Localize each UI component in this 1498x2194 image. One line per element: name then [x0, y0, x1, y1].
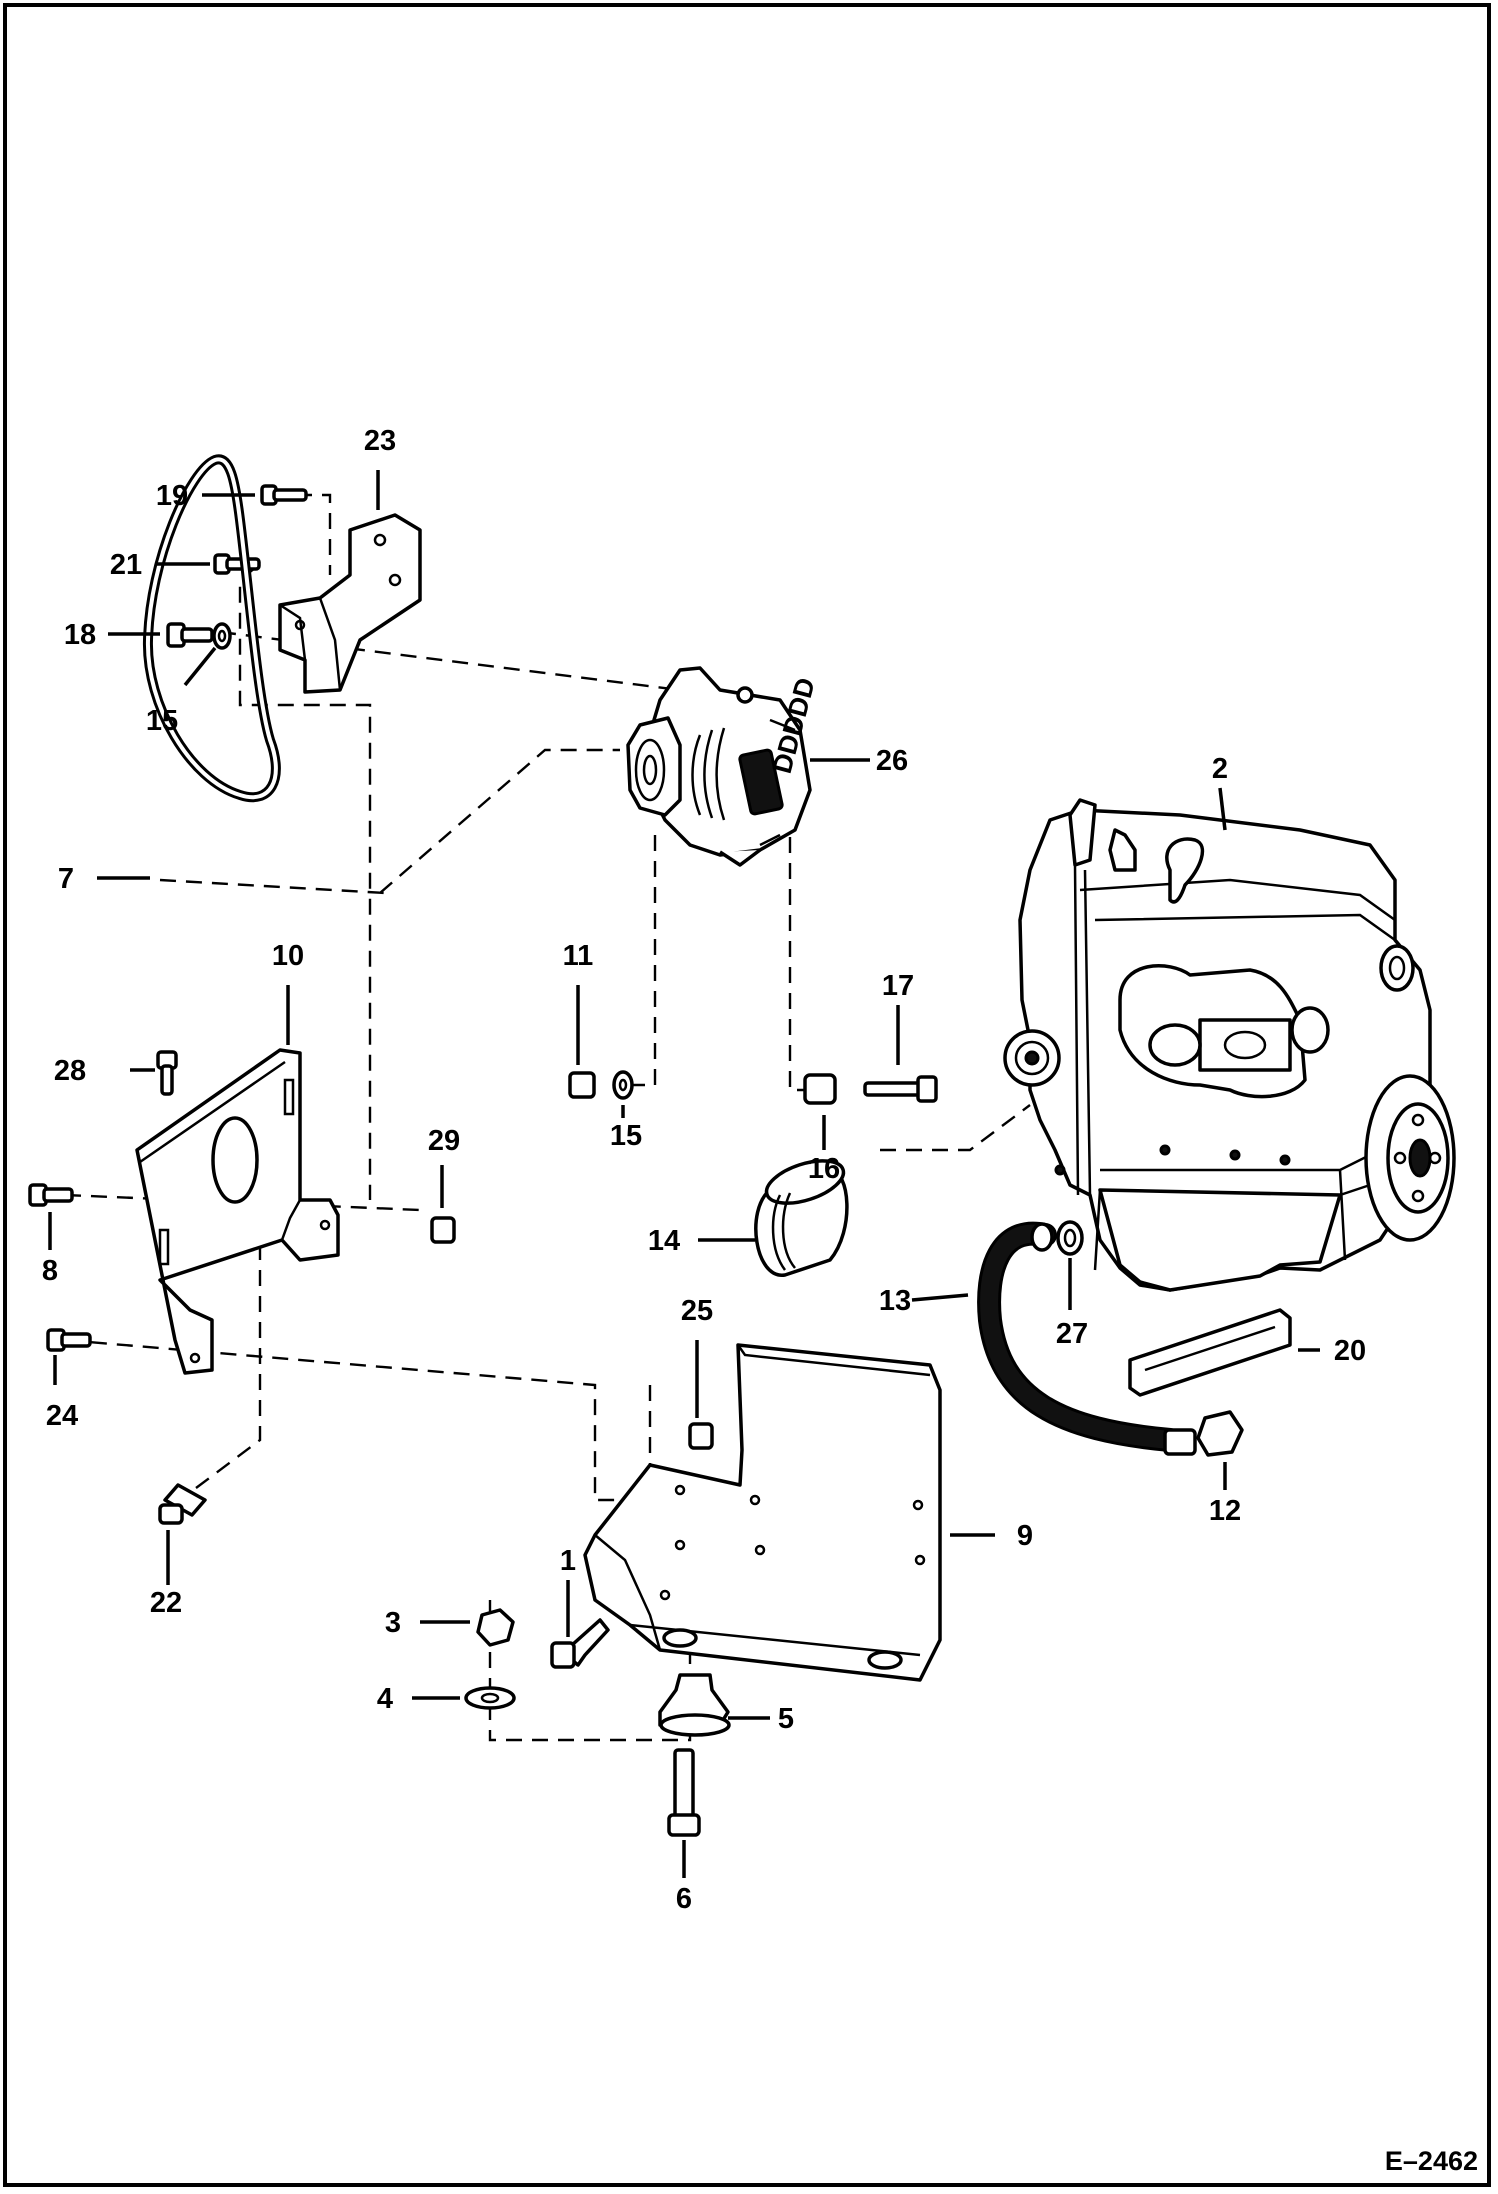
- callout-5: 5: [778, 1703, 794, 1735]
- drawing-code: E–2462: [1385, 2146, 1478, 2176]
- hose-clamp-27: [1056, 1220, 1084, 1256]
- engine: [1003, 798, 1456, 1292]
- fitting-12: [1196, 1410, 1244, 1457]
- callout-9: 9: [1017, 1520, 1033, 1552]
- callout-20: 20: [1334, 1335, 1366, 1367]
- callout-13: 13: [879, 1285, 911, 1317]
- drive-belt: [142, 454, 281, 803]
- engine-mount-bracket: [135, 1048, 340, 1375]
- callout-2: 2: [1212, 753, 1228, 785]
- nut-3: [476, 1608, 515, 1647]
- callout-7: 7: [58, 863, 74, 895]
- bolt-28: [156, 1050, 178, 1096]
- washer-4: [464, 1686, 516, 1710]
- bolt-6: [667, 1748, 701, 1837]
- callout-25: 25: [681, 1295, 713, 1327]
- callout-28: 28: [54, 1055, 86, 1087]
- callout-19: 19: [156, 480, 188, 512]
- bolt-18: [166, 622, 214, 648]
- leader-lines: [48, 470, 1320, 1878]
- callout-29: 29: [428, 1125, 460, 1157]
- callout-14: 14: [648, 1225, 680, 1257]
- callout-11: 11: [563, 940, 594, 972]
- callouts: 1 2 3 4 5 6 7 8 9 10 11 12 13 14 15 15 1…: [42, 425, 1366, 1915]
- callout-22: 22: [150, 1587, 182, 1619]
- callout-15-top: 15: [146, 705, 178, 737]
- bolt-19: [260, 484, 308, 506]
- callout-8: 8: [42, 1255, 58, 1287]
- bolt-17: [863, 1075, 938, 1103]
- callout-10: 10: [272, 940, 304, 972]
- callout-12: 12: [1209, 1495, 1241, 1527]
- alternator-mount-bracket: [278, 513, 422, 694]
- callout-3: 3: [385, 1607, 401, 1639]
- bolt-8: [28, 1183, 74, 1207]
- callout-17: 17: [882, 970, 914, 1002]
- callout-15-mid: 15: [610, 1120, 642, 1152]
- callout-1: 1: [560, 1545, 576, 1577]
- oil-filter: [754, 1159, 849, 1277]
- washer-15-mid: [612, 1070, 634, 1100]
- gasket: [1128, 1308, 1292, 1397]
- bolt-22: [158, 1483, 207, 1525]
- nut-29: [430, 1216, 456, 1244]
- callout-21: 21: [110, 549, 142, 581]
- oil-hose: [977, 1221, 1197, 1456]
- spacer-16: [803, 1073, 837, 1105]
- bolt-21: [213, 553, 261, 575]
- callout-24: 24: [46, 1400, 78, 1432]
- callout-26: 26: [876, 745, 908, 777]
- bolt-1: [550, 1618, 610, 1669]
- callout-27: 27: [1056, 1318, 1088, 1350]
- callout-16: 16: [808, 1153, 840, 1185]
- callout-6: 6: [676, 1883, 692, 1915]
- callout-23: 23: [364, 425, 396, 457]
- alternator: DDDDD: [626, 666, 821, 867]
- mount-plate: [583, 1343, 942, 1682]
- nut-11: [568, 1071, 596, 1099]
- callout-4: 4: [377, 1683, 393, 1715]
- isolator-5: [658, 1673, 731, 1737]
- bolt-24: [46, 1328, 92, 1352]
- nut-25: [688, 1422, 714, 1450]
- washer-15-top: [212, 622, 232, 650]
- callout-18: 18: [64, 619, 96, 651]
